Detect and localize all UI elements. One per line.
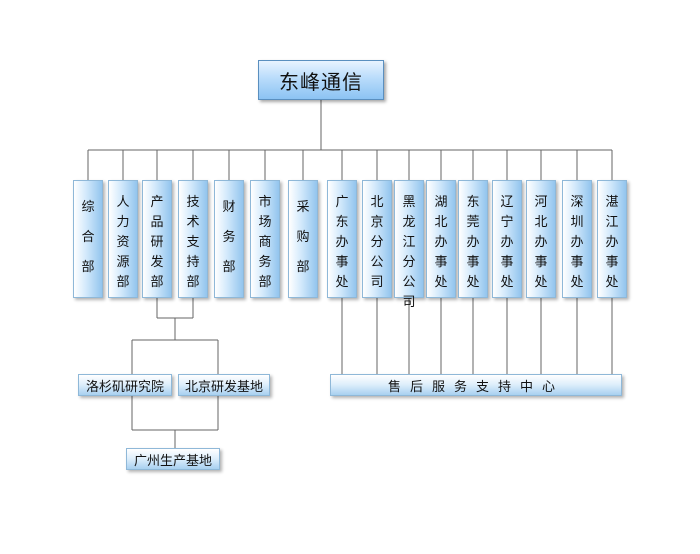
dept-label: 东莞办事处 [466,195,480,290]
dept-zhanjiang: 湛江办事处 [597,180,627,298]
beijing-rnd-base: 北京研发基地 [178,374,270,396]
dept-renli: 人力资源部 [108,180,138,298]
dept-label: 财务部 [222,200,236,275]
la-research-institute: 洛杉矶研究院 [78,374,172,396]
guangzhou-production-base: 广州生产基地 [126,448,220,470]
dept-dongguan: 东莞办事处 [458,180,488,298]
dept-shenzhen: 深圳办事处 [562,180,592,298]
dept-liaoning: 辽宁办事处 [492,180,522,298]
service-center-label: 售后服务支持中心 [387,379,564,395]
dept-label: 黑龙江分公司 [402,195,416,310]
dept-label: 北京分公司 [370,195,384,290]
dept-beijing: 北京分公司 [362,180,392,298]
dept-label: 湛江办事处 [605,195,619,290]
dept-label: 市场商务部 [258,195,272,290]
dept-label: 综合部 [81,200,95,275]
dept-jishu: 技术支持部 [178,180,208,298]
dept-label: 技术支持部 [186,195,200,290]
la-research-label: 洛杉矶研究院 [85,379,164,395]
root-node: 东峰通信 [258,60,384,100]
dept-label: 辽宁办事处 [500,195,514,290]
guangzhou-base-label: 广州生产基地 [133,453,212,469]
dept-shichang: 市场商务部 [250,180,280,298]
root-label: 东峰通信 [279,69,363,94]
dept-label: 湖北办事处 [434,195,448,290]
dept-guangdong: 广东办事处 [327,180,357,298]
dept-hubei: 湖北办事处 [426,180,456,298]
dept-hebei: 河北办事处 [526,180,556,298]
dept-label: 河北办事处 [534,195,548,290]
dept-caiwu: 财务部 [214,180,244,298]
dept-label: 深圳办事处 [570,195,584,290]
dept-label: 广东办事处 [335,195,349,290]
dept-label: 产品研发部 [150,195,164,290]
dept-caigou: 采购部 [288,180,318,298]
dept-zonghe: 综合部 [73,180,103,298]
beijing-rnd-label: 北京研发基地 [184,379,263,395]
dept-label: 采购部 [296,200,310,275]
dept-label: 人力资源部 [116,195,130,290]
dept-heilongjiang: 黑龙江分公司 [394,180,424,310]
after-sales-service-center: 售后服务支持中心 [330,374,622,396]
dept-chanpin: 产品研发部 [142,180,172,298]
